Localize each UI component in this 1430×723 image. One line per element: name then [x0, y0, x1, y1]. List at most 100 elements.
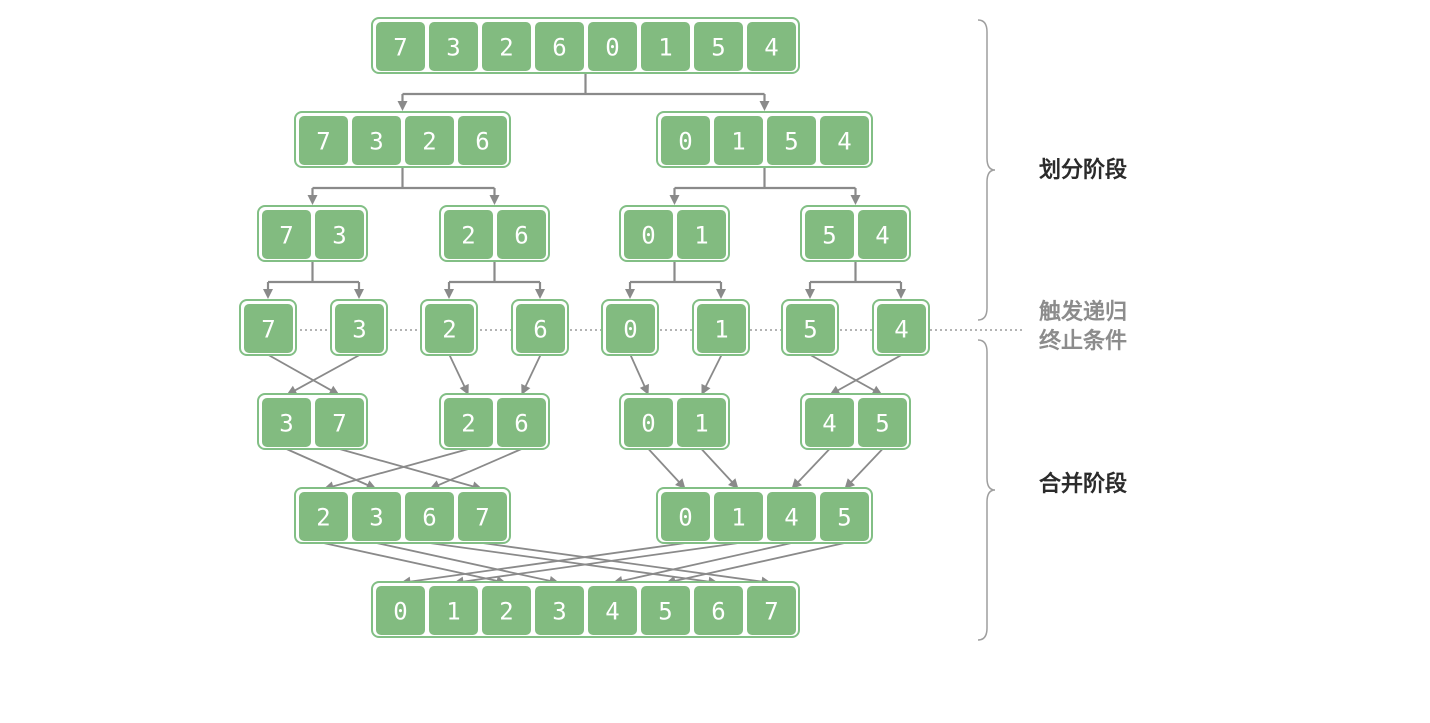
array-cell — [697, 304, 746, 353]
array-cell-value: 3 — [332, 222, 346, 250]
array-cell — [497, 210, 546, 259]
merge-arrow-line — [620, 542, 792, 583]
array-cell-value: 5 — [711, 34, 725, 62]
array-cell-value: 0 — [678, 504, 692, 532]
array-cell — [661, 492, 710, 541]
arrow-head — [669, 195, 680, 205]
array-cell — [641, 22, 690, 71]
arrow-head — [286, 385, 298, 395]
split-connector — [805, 261, 906, 299]
array-cell — [262, 398, 311, 447]
array-cell — [858, 210, 907, 259]
merge-arrow-line — [647, 448, 681, 484]
array-cell-value: 6 — [552, 34, 566, 62]
array-cell — [458, 492, 507, 541]
array-cell-value: 0 — [641, 222, 655, 250]
array-group-box — [656, 487, 873, 544]
array-cell — [641, 586, 690, 635]
array-cell-value: 1 — [714, 316, 728, 344]
array-cell — [588, 586, 637, 635]
divide-phase-brace — [977, 19, 996, 321]
merge-arrow — [448, 354, 469, 395]
array-cell-value: 3 — [369, 504, 383, 532]
array-cell — [376, 586, 425, 635]
array-cell-value: 2 — [442, 316, 456, 344]
arrow-head — [521, 383, 531, 395]
array-cell — [624, 210, 673, 259]
array-cell — [694, 22, 743, 71]
array-cell — [516, 304, 565, 353]
arrow-head — [354, 289, 364, 299]
array-cell — [535, 586, 584, 635]
merge-arrow-line — [461, 542, 739, 583]
merge-arrow — [268, 354, 340, 395]
merge-arrow — [323, 448, 469, 492]
array-cell — [444, 398, 493, 447]
split-connector — [397, 73, 770, 111]
array-group: 6 — [511, 299, 569, 356]
array-cell-value: 7 — [393, 34, 407, 62]
merge-arrow — [339, 448, 483, 492]
array-cell — [352, 116, 401, 165]
array-cell — [335, 304, 384, 353]
array-cell-value: 6 — [533, 316, 547, 344]
arrow-head — [844, 478, 856, 489]
array-cell-value: 0 — [623, 316, 637, 344]
arrow-head — [805, 289, 815, 299]
array-cell-value: 4 — [875, 222, 889, 250]
arrow-head — [328, 385, 340, 395]
merge-arrow — [647, 448, 686, 489]
array-cell-value: 1 — [731, 128, 745, 156]
array-cell-value: 7 — [261, 316, 275, 344]
array-cell — [405, 116, 454, 165]
array-cell-value: 3 — [279, 410, 293, 438]
array-cell-value: 7 — [316, 128, 330, 156]
split-connector — [669, 167, 861, 205]
merge-phase-brace — [977, 339, 996, 641]
arrow-head — [791, 478, 803, 489]
array-group: 1 — [692, 299, 750, 356]
merge-arrow — [286, 354, 360, 395]
array-cell — [444, 210, 493, 259]
array-cell — [820, 492, 869, 541]
termination-label-line2: 终止条件 — [1039, 329, 1128, 354]
array-cell-value: 1 — [694, 410, 708, 438]
divide-phase-label: 划分阶段 — [1039, 158, 1128, 183]
merge-arrow-line — [796, 448, 831, 484]
array-cell — [588, 22, 637, 71]
merge-arrow-line — [673, 542, 845, 583]
array-cell-value: 4 — [822, 410, 836, 438]
array-cell-value: 6 — [514, 410, 528, 438]
array-cell-value: 3 — [352, 316, 366, 344]
merge-arrow — [629, 354, 649, 395]
array-group-box — [294, 487, 511, 544]
split-connector — [263, 261, 364, 299]
array-cell — [767, 492, 816, 541]
merge-arrow-line — [376, 542, 552, 583]
array-cell — [820, 116, 869, 165]
array-cell — [677, 398, 726, 447]
array-cell — [786, 304, 835, 353]
array-cell-value: 1 — [446, 598, 460, 626]
array-group: 7 — [239, 299, 297, 356]
array-cell — [535, 22, 584, 71]
arrow-head — [728, 478, 739, 489]
array-cell — [877, 304, 926, 353]
array-cell-value: 0 — [678, 128, 692, 156]
array-cell — [606, 304, 655, 353]
merge-arrow-line — [524, 354, 542, 389]
array-cell-value: 2 — [461, 222, 475, 250]
array-cell-value: 2 — [499, 598, 513, 626]
arrow-head — [829, 385, 841, 395]
array-cell-value: 2 — [422, 128, 436, 156]
arrow-head — [397, 101, 408, 111]
array-cell — [429, 22, 478, 71]
array-cell-value: 2 — [461, 410, 475, 438]
array-cell-value: 0 — [393, 598, 407, 626]
array-cell — [714, 116, 763, 165]
